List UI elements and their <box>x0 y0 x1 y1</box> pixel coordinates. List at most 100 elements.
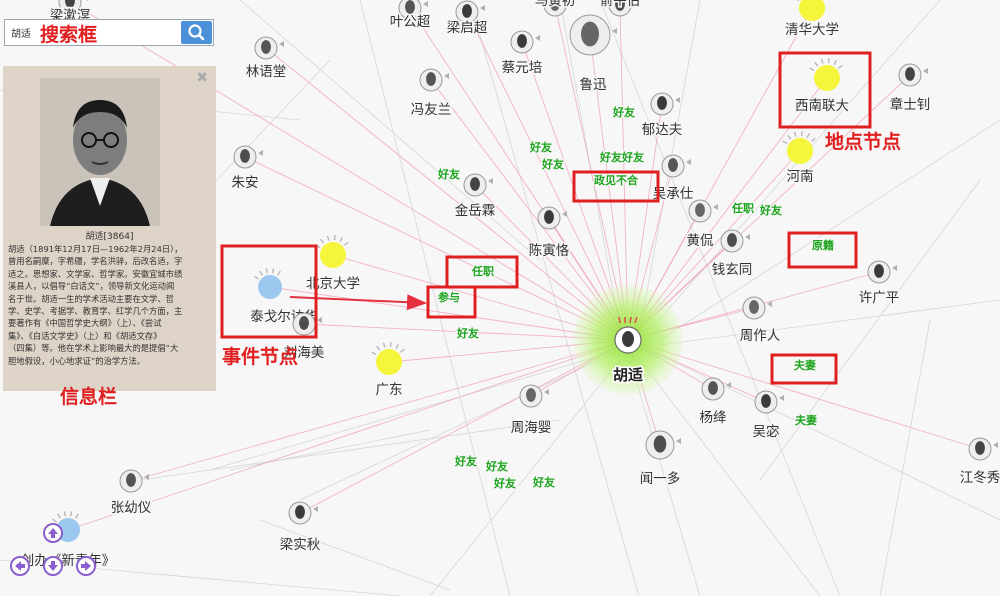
node-arrow <box>562 211 567 217</box>
graph-node-xuguangping[interactable]: 许广平 <box>857 260 901 308</box>
graph-node-zhouhaiying[interactable]: 周海婴 <box>509 384 553 438</box>
search-box <box>4 19 214 46</box>
graph-node-jinyuelin[interactable]: 金岳霖 <box>453 173 497 221</box>
graph-edge <box>265 47 629 341</box>
graph-node-wenyiduo[interactable]: 闻一多 <box>638 430 682 489</box>
graph-node-guangdong[interactable]: 广东 <box>371 342 405 400</box>
graph-node-center[interactable]: 胡适 <box>611 316 645 386</box>
nav-right-button[interactable] <box>76 556 96 576</box>
graph-edge <box>244 156 629 341</box>
graph-node-zhouzuoren[interactable]: 周作人 <box>738 296 782 346</box>
graph-node-xinanlianda[interactable]: 西南联大 <box>794 58 851 116</box>
edge-label: 参与 <box>438 290 460 304</box>
graph-edge <box>359 0 511 596</box>
graph-edge <box>299 339 629 514</box>
graph-node-beijingdaxue[interactable]: 北京大学 <box>305 235 362 294</box>
avatar-face <box>65 0 75 8</box>
node-label: 叶公超 <box>390 14 431 30</box>
node-spike <box>277 270 281 276</box>
annotation-box-origin <box>787 231 858 269</box>
graph-node-liangshaomei[interactable]: 刘海美 <box>282 312 326 363</box>
node-spike <box>344 241 349 246</box>
graph-node-luxun[interactable]: 鲁迅 <box>569 14 617 95</box>
node-arrow <box>993 442 998 448</box>
graph-node-caiyuanpei[interactable]: 蔡元培 <box>500 30 544 78</box>
nav-left-button[interactable] <box>10 556 30 576</box>
search-input[interactable] <box>7 22 185 43</box>
graph-node-qianxuantong[interactable]: 钱玄同 <box>710 229 754 280</box>
location-node-circle <box>787 138 813 164</box>
nav-up-button[interactable] <box>43 523 63 543</box>
graph-node-fengyoulan[interactable]: 冯友兰 <box>409 68 453 120</box>
graph-node-zhuan[interactable]: 朱安 <box>230 145 264 193</box>
node-label: 许广平 <box>859 290 900 306</box>
portrait-image <box>40 78 160 226</box>
node-label: 俞平伯 <box>600 0 641 9</box>
edge-label: 好友 <box>529 140 552 154</box>
edge-label: 好友 <box>454 454 477 468</box>
annotation-box-spouse <box>770 353 838 385</box>
graph-node-zhangyouyi[interactable]: 张幼仪 <box>109 469 153 518</box>
graph-node-wuchengshi[interactable]: 吴承仕 <box>651 154 695 204</box>
graph-node-yupingbo[interactable]: 俞平伯 <box>598 0 642 17</box>
node-spike <box>376 345 381 351</box>
avatar-face <box>622 331 634 347</box>
node-spike <box>259 270 263 276</box>
avatar-face <box>615 0 625 11</box>
node-label: 蔡元培 <box>502 60 543 76</box>
edge-label: 任职 <box>731 201 754 215</box>
edge-label-layer: 好友好友好友好友好友政见不合好友任职好友任职原籍参与好友夫妻夫妻好友好友好友好友 <box>436 104 836 492</box>
edge-label: 夫妻 <box>794 358 816 372</box>
node-arrow <box>633 0 638 4</box>
node-arrow <box>317 317 322 323</box>
node-label: 吴宓 <box>753 424 780 440</box>
nav-down-button[interactable] <box>43 556 63 576</box>
annotation-box-participate <box>426 285 477 319</box>
graph-node-liangshiqiu[interactable]: 梁实秋 <box>278 501 322 555</box>
graph-node-zhangshizhao[interactable]: 章士钊 <box>888 63 932 115</box>
node-arrow <box>144 474 149 480</box>
node-spike <box>52 518 57 523</box>
node-arrow <box>568 0 573 4</box>
node-label: 杨绛 <box>700 410 728 426</box>
info-panel: ✖ 胡适[3864] 胡适（1891年12月17日—1962年2月24日）， 曾… <box>3 66 216 391</box>
graph-node-huangkan[interactable]: 黄侃 <box>685 199 719 251</box>
graph-node-yegongchao[interactable]: 叶公超 <box>388 0 432 32</box>
graph-node-yudafu[interactable]: 郁达夫 <box>640 92 684 140</box>
graph-node-yangjiang[interactable]: 杨绛 <box>698 377 732 428</box>
avatar-face <box>299 316 309 330</box>
search-icon <box>188 24 205 41</box>
graph-node-jiangdongxiu[interactable]: 江冬秀 <box>958 437 1000 488</box>
graph-node-henan[interactable]: 河南 <box>782 131 816 187</box>
node-spike <box>629 316 632 324</box>
edge-label: 好友 <box>493 476 516 490</box>
graph-edge <box>469 0 640 596</box>
node-spike <box>793 131 797 137</box>
node-spike <box>796 0 800 2</box>
graph-node-liangqichao[interactable]: 梁启超 <box>445 0 489 38</box>
node-label: 周作人 <box>740 328 781 344</box>
search-button[interactable] <box>181 21 212 44</box>
person-description: 胡适（1891年12月17日—1962年2月24日）， 曾用名嗣穈，字希疆，学名… <box>8 244 183 366</box>
graph-node-linyutang[interactable]: 林语堂 <box>244 36 288 82</box>
graph-node-xinqingnian[interactable]: 创办《新青年》 <box>19 511 117 571</box>
graph-node-qinghua[interactable]: 清华大学 <box>784 0 841 40</box>
node-label: 周海婴 <box>511 420 552 436</box>
location-node-circle <box>799 0 825 21</box>
graph-node-chenyinke[interactable]: 陈寅恪 <box>527 206 571 261</box>
avatar-face <box>581 21 599 47</box>
graph-edge <box>429 359 621 596</box>
graph-edge <box>229 429 431 471</box>
graph-node-wumi[interactable]: 吴宓 <box>751 390 785 442</box>
node-arrow <box>544 389 549 395</box>
edge-label: 好友 <box>759 203 782 217</box>
arrow-up-icon <box>48 528 58 538</box>
node-arrow <box>488 178 493 184</box>
node-spike <box>389 342 392 348</box>
graph-node-mayinchu[interactable]: 马寅初 <box>533 0 577 17</box>
node-arrow <box>676 438 681 444</box>
close-icon[interactable]: ✖ <box>196 70 208 86</box>
avatar-face <box>526 388 536 402</box>
node-label: 清华大学 <box>785 22 839 38</box>
